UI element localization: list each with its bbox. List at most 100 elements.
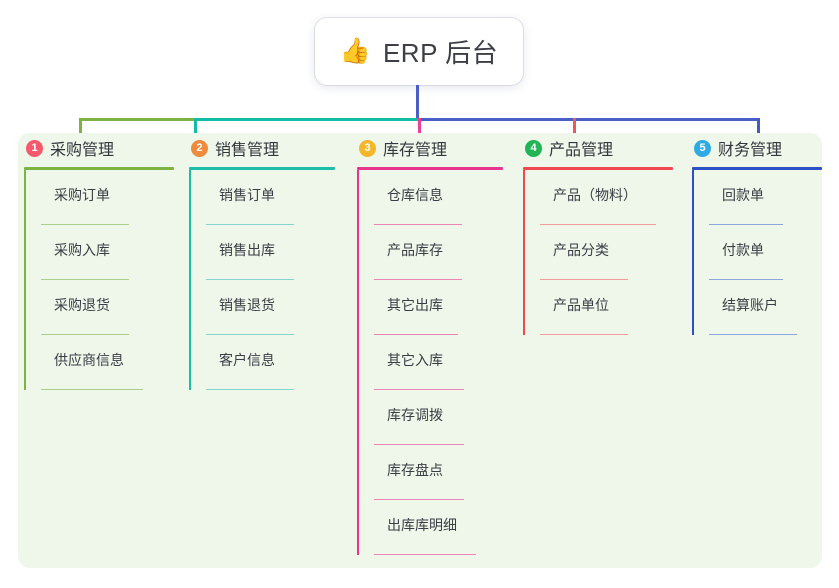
list-item-rule (540, 223, 656, 225)
list-item-rule (374, 278, 462, 280)
branch-2-header[interactable]: 2 销售管理 (189, 133, 335, 163)
list-item[interactable]: 采购入库 (41, 225, 174, 280)
branch-4-header-rule (523, 167, 673, 170)
list-item[interactable]: 采购退货 (41, 280, 174, 335)
branch-4-item-label: 产品（物料） (553, 186, 637, 203)
branch-1-items: 采购订单采购入库采购退货供应商信息 (24, 170, 174, 390)
branch-5-title: 财务管理 (718, 142, 783, 159)
list-item-rule (374, 443, 464, 445)
branch-2: 2 销售管理销售订单销售出库销售退货客户信息 (189, 133, 335, 390)
list-item[interactable]: 销售退货 (206, 280, 335, 335)
list-item-rule (709, 333, 797, 335)
branch-3-item-label: 其它出库 (387, 296, 443, 313)
list-item-rule (206, 333, 294, 335)
branch-4: 4 产品管理产品（物料） 产品分类产品单位 (523, 133, 673, 335)
branch-5-items: 回款单付款单结算账户 (692, 170, 822, 335)
root-node-card[interactable]: 👍 ERP 后台 (315, 18, 523, 85)
branch-1-item-label: 采购订单 (54, 186, 110, 203)
list-item-rule (41, 388, 143, 390)
branch-2-item-label: 客户信息 (219, 351, 275, 368)
branch-3-header[interactable]: 3 库存管理 (357, 133, 503, 163)
branch-4-item-label: 产品单位 (553, 296, 609, 313)
branch-4-header[interactable]: 4 产品管理 (523, 133, 673, 163)
list-item[interactable]: 采购订单 (41, 170, 174, 225)
list-item-rule (374, 333, 458, 335)
list-item[interactable]: 销售出库 (206, 225, 335, 280)
branch-5-item-label: 结算账户 (722, 296, 778, 313)
list-item[interactable]: 库存盘点 (374, 445, 503, 500)
list-item-rule (709, 223, 783, 225)
list-item[interactable]: 销售订单 (206, 170, 335, 225)
list-item-rule (206, 388, 294, 390)
branch-3-item-label: 库存盘点 (387, 461, 443, 478)
branch-2-item-label: 销售出库 (219, 241, 275, 258)
connector-bus-segment-3 (418, 118, 758, 121)
branch-2-header-rule (189, 167, 335, 170)
list-item[interactable]: 产品库存 (374, 225, 503, 280)
list-item[interactable]: 客户信息 (206, 335, 335, 390)
list-item[interactable]: 其它入库 (374, 335, 503, 390)
list-item[interactable]: 产品单位 (540, 280, 673, 335)
list-item[interactable]: 仓库信息 (374, 170, 503, 225)
list-item[interactable]: 库存调拨 (374, 390, 503, 445)
list-item[interactable]: 产品分类 (540, 225, 673, 280)
list-item[interactable]: 供应商信息 (41, 335, 174, 390)
list-item[interactable]: 出库库明细 (374, 500, 503, 555)
branch-1-title: 采购管理 (50, 142, 115, 159)
branch-1: 1 采购管理采购订单采购入库采购退货供应商信息 (24, 133, 174, 390)
branch-3-spine (357, 170, 359, 555)
branch-5-header[interactable]: 5 财务管理 (692, 133, 822, 163)
branch-2-index-badge: 2 (191, 139, 208, 157)
list-item[interactable]: 付款单 (709, 225, 822, 280)
branch-2-item-label: 销售订单 (219, 186, 275, 203)
list-item-rule (374, 388, 464, 390)
list-item[interactable]: 产品（物料） (540, 170, 673, 225)
branch-2-spine (189, 170, 191, 390)
list-item-rule (206, 278, 294, 280)
branch-5-spine (692, 170, 694, 335)
branches-panel: 1 采购管理采购订单采购入库采购退货供应商信息 2 销售管理销售订单销售出库销售退货客… (18, 133, 822, 568)
branch-4-index-badge: 4 (525, 139, 542, 157)
branch-5-header-rule (692, 167, 822, 170)
thumbs-up-icon: 👍 (339, 37, 371, 65)
list-item-rule (206, 223, 294, 225)
branch-4-item-label: 产品分类 (553, 241, 609, 258)
branch-5: 5 财务管理回款单付款单结算账户 (692, 133, 822, 335)
branch-3-item-label: 库存调拨 (387, 406, 443, 423)
branch-3-title: 库存管理 (383, 142, 448, 159)
connector-bus-segment-2 (194, 118, 418, 121)
list-item[interactable]: 结算账户 (709, 280, 822, 335)
branch-4-items: 产品（物料） 产品分类产品单位 (523, 170, 673, 335)
branch-1-item-label: 供应商信息 (54, 351, 124, 368)
branch-1-item-label: 采购入库 (54, 241, 110, 258)
list-item-rule (41, 223, 129, 225)
list-item-rule (41, 333, 129, 335)
branch-5-item-label: 付款单 (722, 241, 764, 258)
branch-2-item-label: 销售退货 (219, 296, 275, 313)
branch-3-items: 仓库信息产品库存其它出库其它入库库存调拨库存盘点出库库明细 (357, 170, 503, 555)
connector-bus-segment-1 (79, 118, 194, 121)
branch-3-item-label: 产品库存 (387, 241, 443, 258)
branch-1-item-label: 采购退货 (54, 296, 110, 313)
branch-1-index-badge: 1 (26, 139, 43, 157)
branch-1-header[interactable]: 1 采购管理 (24, 133, 174, 163)
list-item-rule (374, 498, 464, 500)
branch-5-index-badge: 5 (694, 139, 711, 157)
branch-3-item-label: 出库库明细 (387, 516, 457, 533)
branch-3-item-label: 仓库信息 (387, 186, 443, 203)
branch-2-items: 销售订单销售出库销售退货客户信息 (189, 170, 335, 390)
connector-stem-root (416, 85, 419, 120)
branch-2-title: 销售管理 (215, 142, 280, 159)
list-item-rule (374, 553, 476, 555)
list-item-rule (540, 278, 628, 280)
list-item-rule (709, 278, 783, 280)
list-item[interactable]: 回款单 (709, 170, 822, 225)
list-item[interactable]: 其它出库 (374, 280, 503, 335)
list-item-rule (374, 223, 462, 225)
branch-1-header-rule (24, 167, 174, 170)
page-title: ERP 后台 (382, 38, 499, 68)
branch-3-header-rule (357, 167, 503, 170)
branch-3-index-badge: 3 (359, 139, 376, 157)
branch-4-title: 产品管理 (549, 142, 614, 159)
